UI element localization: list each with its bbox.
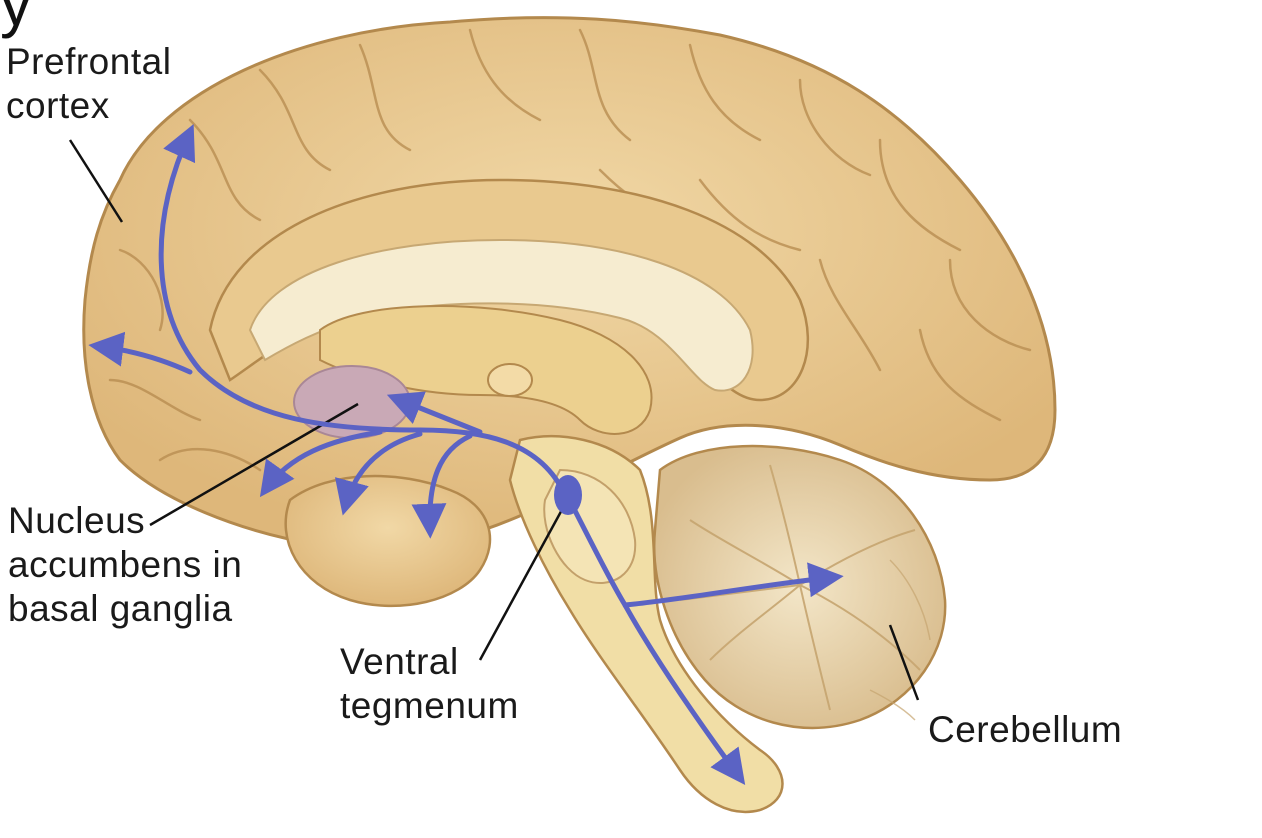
pathway-descending bbox=[622, 602, 746, 786]
ventral-tegmentum-structure bbox=[554, 475, 582, 515]
pathway-cerebellum bbox=[564, 492, 844, 608]
label-ventral-tegmentum: Ventral tegmenum bbox=[340, 641, 519, 726]
pathway-frontal-branch bbox=[88, 331, 193, 375]
leader-ventral bbox=[478, 494, 572, 661]
pathway-prefrontal bbox=[158, 124, 568, 498]
pathway-branch-3 bbox=[411, 433, 473, 539]
label-cerebellum: Cerebellum bbox=[928, 709, 1123, 750]
label-prefrontal-cortex: Prefrontal cortex bbox=[6, 41, 172, 126]
thalamus bbox=[319, 305, 653, 435]
leader-cerebellum bbox=[888, 624, 920, 701]
cropped-heading-fragment: y bbox=[0, 0, 32, 39]
label-nucleus-accumbens: Nucleus accumbens in basal ganglia bbox=[8, 500, 243, 629]
temporal-lobe bbox=[284, 474, 492, 608]
dopamine-pathways bbox=[88, 124, 844, 786]
pathway-accumbens bbox=[386, 391, 483, 435]
leader-prefrontal bbox=[68, 139, 124, 223]
pathway-branch-1 bbox=[259, 429, 383, 498]
pathway-branch-2 bbox=[334, 431, 423, 516]
massa-intermedia bbox=[487, 363, 533, 397]
